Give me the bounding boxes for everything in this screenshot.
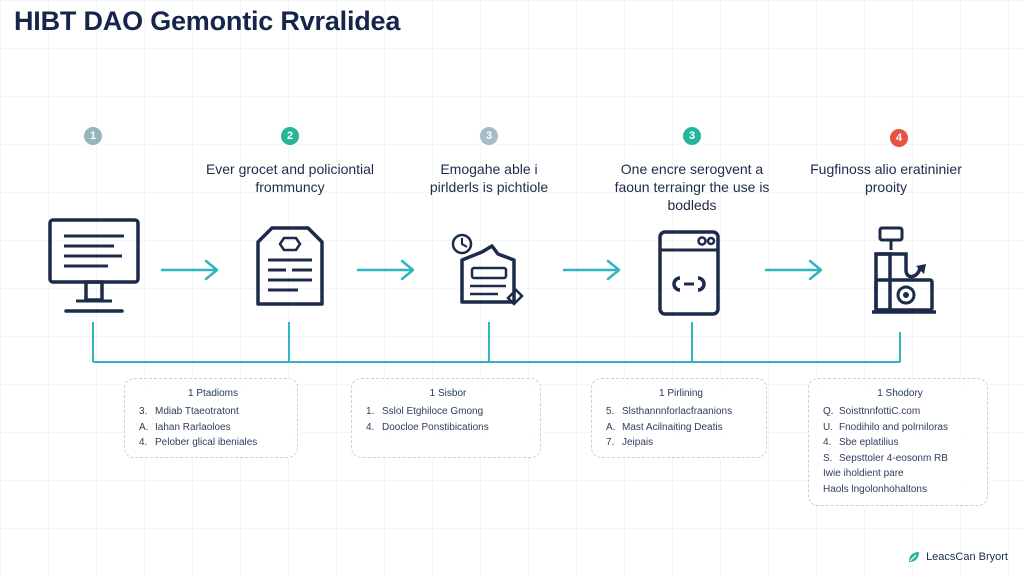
- detail-item: Iwie iholdient pare: [823, 466, 977, 482]
- item-text: Iwie iholdient pare: [823, 468, 904, 479]
- detail-item: U. Fnodihilo and polrniloras: [823, 420, 977, 436]
- flow-arrow-4: [764, 259, 823, 281]
- caption-line: bodleds: [667, 197, 717, 213]
- detail-box-2: 1 Sisbor 1. Sslol Etghiloce Gmong 4. Doocl…: [351, 378, 541, 458]
- checklist-icon: [451, 233, 524, 306]
- item-text: Fnodihilo and polrniloras: [839, 421, 948, 433]
- item-text: Sepsttoler 4-eosonm RB: [839, 452, 948, 464]
- detail-item: 4. Doocloe Ponstibications: [366, 420, 530, 436]
- flow-arrow-1: [160, 259, 219, 281]
- item-text: SoisttnnfottiC.com: [839, 406, 921, 417]
- detail-box-3: 1 Pirlining 5. Slsthannnforlacfraanions A…: [591, 378, 767, 458]
- item-marker: S.: [823, 452, 833, 464]
- machine-icon: [872, 226, 936, 314]
- item-text: Sslol Etghiloce Gmong: [382, 406, 484, 417]
- caption-line: frommuncy: [255, 179, 325, 195]
- detail-item: 4. Sbe eplatilius: [823, 435, 977, 451]
- item-marker: 4.: [366, 421, 375, 433]
- item-text: Mast Acilnaiting Deatis: [622, 421, 723, 433]
- item-marker: A.: [139, 421, 149, 433]
- detail-box-1: 1 Ptadioms 3. Mdiab Ttaeotratont A. Iahan …: [124, 378, 298, 458]
- detail-title: 1 Shodory: [877, 388, 923, 399]
- monitor-icon: [48, 218, 140, 313]
- item-marker: 7.: [606, 437, 615, 448]
- detail-item: S. Sepsttoler 4-eosonm RB: [823, 451, 977, 467]
- flow-arrow-3: [562, 259, 621, 281]
- item-marker: 5.: [606, 406, 615, 417]
- item-text: Sbe eplatilius: [839, 437, 899, 448]
- step-2-caption: Ever grocet and policiontial frommuncy: [190, 160, 390, 196]
- item-marker: U.: [823, 421, 833, 433]
- item-text: Haols lngolonhohaltons: [823, 483, 927, 495]
- caption-line: Emogahe able i: [440, 161, 538, 177]
- item-marker: 4.: [139, 437, 148, 448]
- caption-line: One encre serogvent a: [620, 161, 764, 177]
- brand-logo: LeacsCan Bryort: [907, 550, 1008, 564]
- detail-item: 1. Sslol Etghiloce Gmong: [366, 404, 530, 420]
- brand-label: LeacsCan Bryort: [926, 551, 1008, 563]
- detail-title: 1 Ptadioms: [187, 388, 239, 399]
- item-text: Iahan Rarlaoloes: [155, 421, 231, 433]
- leaf-logo-icon: [909, 552, 920, 562]
- item-text: Doocloe Ponstibications: [382, 421, 489, 433]
- detail-box-4: 1 Shodory Q. SoisttnnfottiC.com U. Fnodihi…: [808, 378, 988, 506]
- detail-title: 1 Sisbor: [429, 388, 467, 399]
- device-icon: [658, 230, 720, 316]
- step-4-badge: 3: [683, 127, 701, 145]
- step-3-badge: 3: [480, 127, 498, 145]
- caption-line: Fugfinoss alio eratininier: [810, 161, 962, 177]
- caption-line: faoun terraingr the use is: [614, 179, 770, 195]
- document-icon: [256, 226, 324, 306]
- item-marker: A.: [606, 421, 616, 433]
- caption-line: prooity: [864, 179, 908, 195]
- detail-item: 7. Jeipais: [606, 435, 756, 451]
- detail-item: Q. SoisttnnfottiC.com: [823, 404, 977, 420]
- diagram-title: HIBT DAO Gemontic Rvralidea: [14, 6, 401, 36]
- flow-arrow-2: [356, 259, 415, 281]
- detail-item: A. Mast Acilnaiting Deatis: [606, 420, 756, 436]
- step-1-badge: 1: [84, 127, 102, 145]
- item-marker: 4.: [823, 437, 832, 448]
- step-4-caption: One encre serogvent a faoun terraingr th…: [592, 160, 792, 214]
- detail-item: 3. Mdiab Ttaeotratont: [139, 404, 287, 420]
- step-5-badge: 4: [890, 129, 908, 147]
- detail-title: 1 Pirlining: [659, 388, 703, 399]
- item-text: Mdiab Ttaeotratont: [155, 406, 239, 417]
- caption-line: Ever grocet and policiontial: [205, 161, 375, 177]
- item-marker: 3.: [139, 406, 148, 417]
- item-marker: 1.: [366, 406, 375, 417]
- detail-item: A. Iahan Rarlaoloes: [139, 420, 287, 436]
- step-5-caption: Fugfinoss alio eratininier prooity: [786, 160, 986, 196]
- caption-line: pirlderls is pichtiole: [429, 179, 549, 195]
- item-marker: Q.: [823, 406, 834, 417]
- item-text: Jeipais: [622, 437, 654, 448]
- item-text: Slsthannnforlacfraanions: [622, 406, 733, 417]
- step-3-caption: Emogahe able i pirlderls is pichtiole: [389, 160, 589, 196]
- item-text: Pelober glical ibeniales: [155, 437, 258, 448]
- detail-item: Haols lngolonhohaltons: [823, 482, 977, 498]
- detail-item: 4. Pelober glical ibeniales: [139, 435, 287, 451]
- step-2-badge: 2: [281, 127, 299, 145]
- detail-item: 5. Slsthannnforlacfraanions: [606, 404, 756, 420]
